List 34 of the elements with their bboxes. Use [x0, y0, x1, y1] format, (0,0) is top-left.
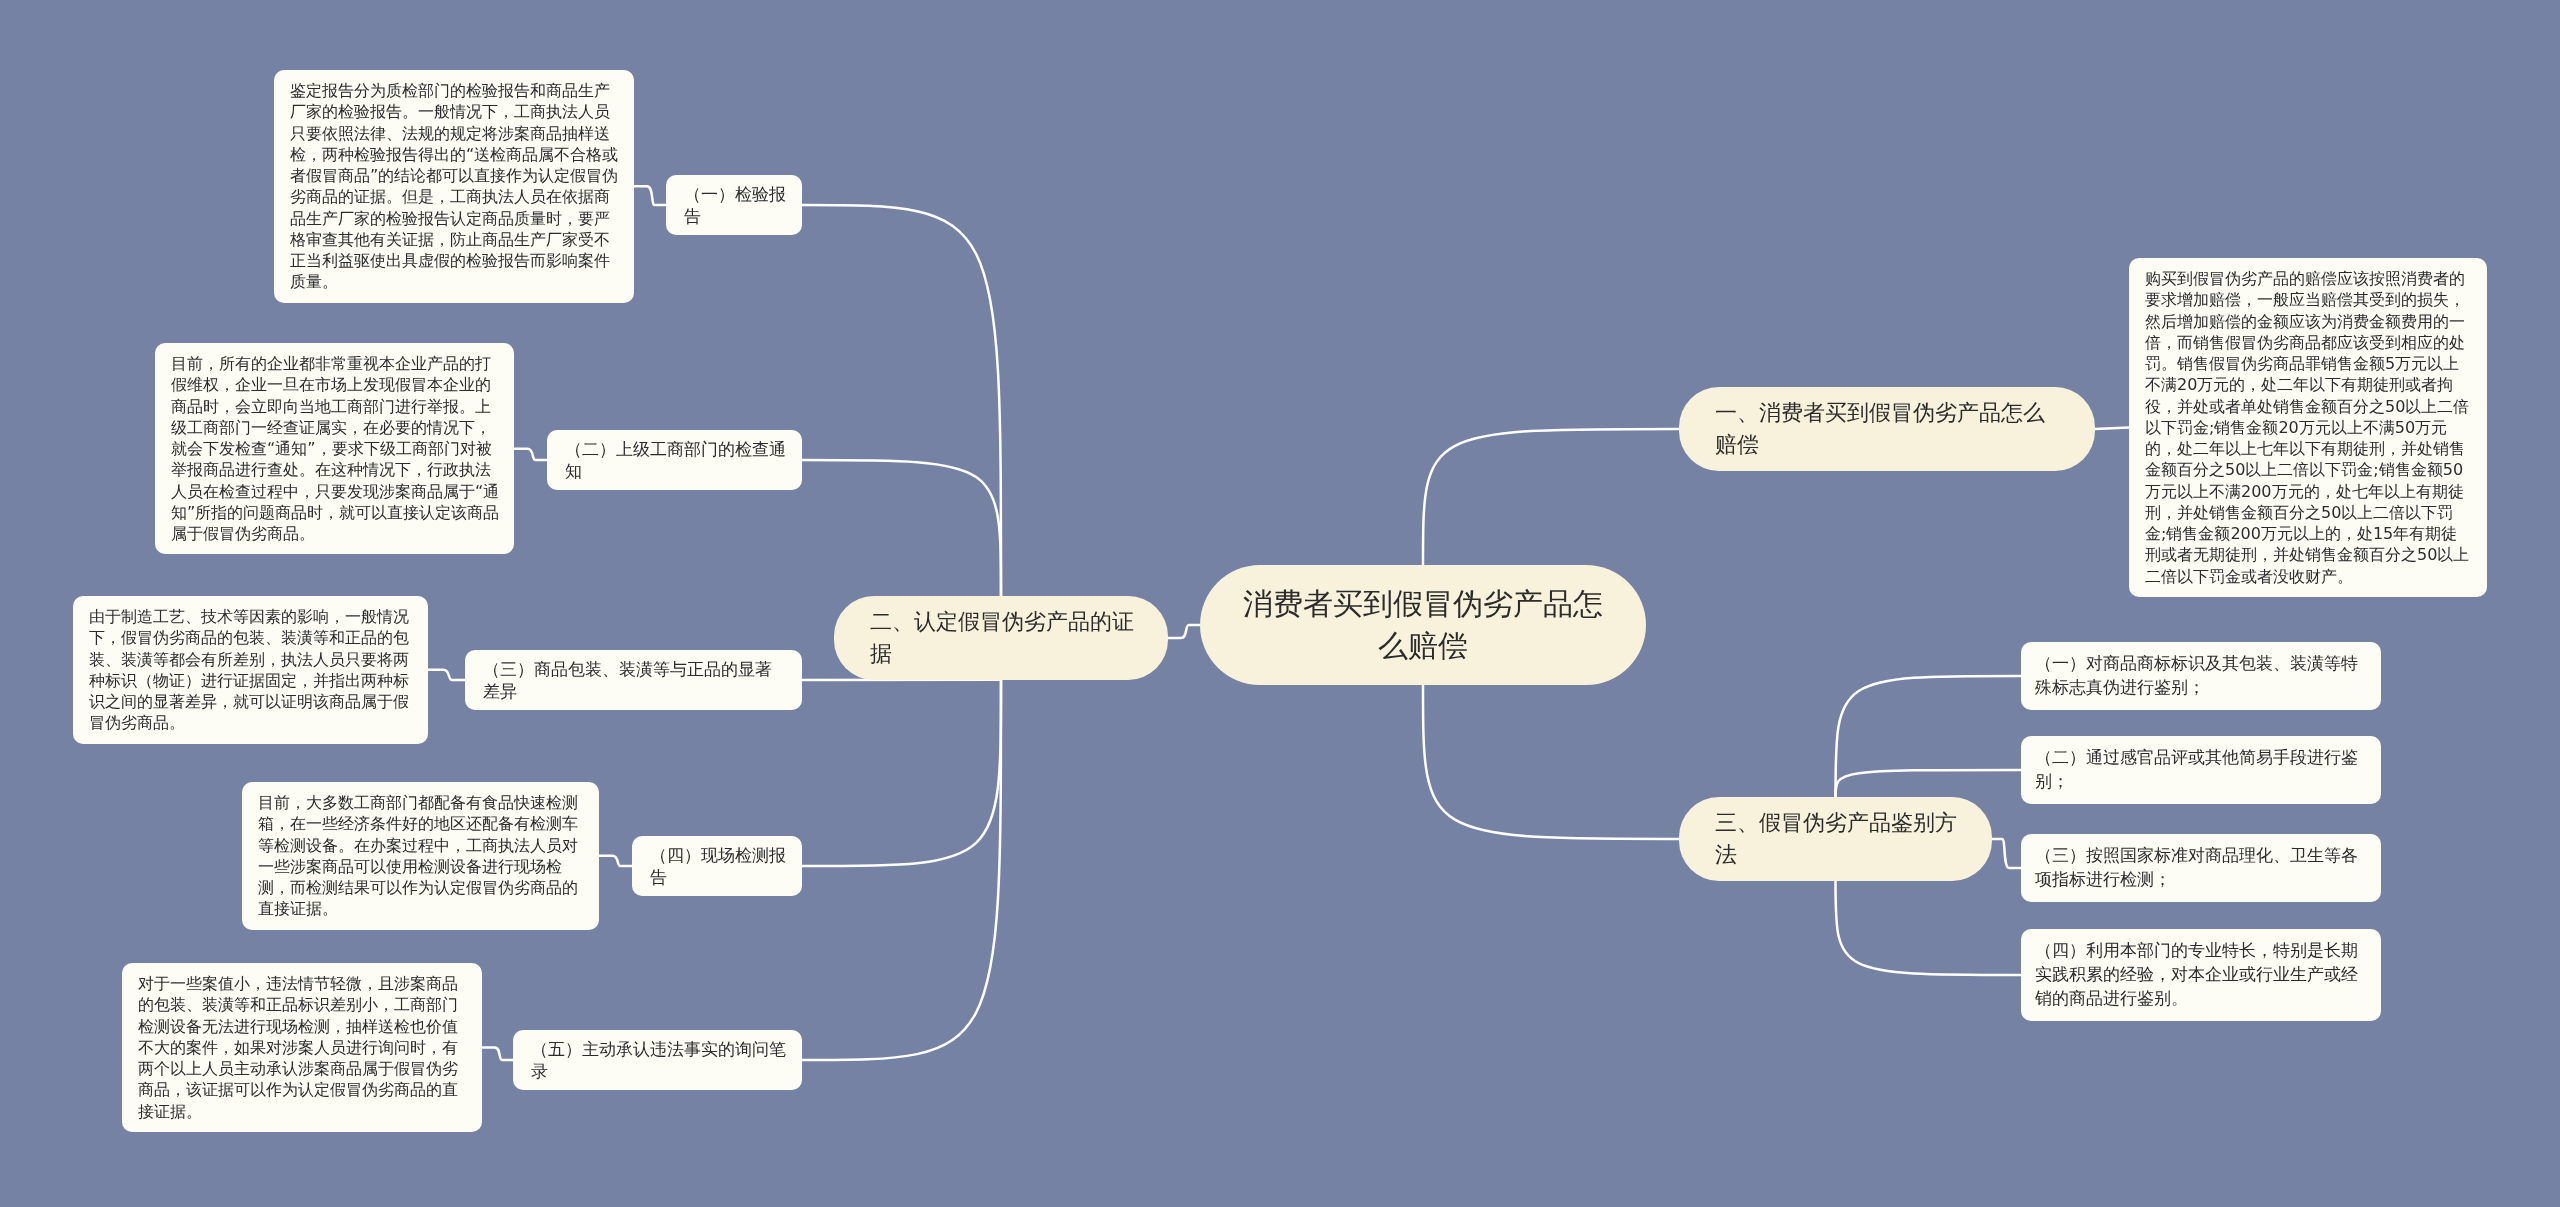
- text-card: 目前，所有的企业都非常重视本企业产品的打假维权，企业一旦在市场上发现假冒本企业的商品时，会立即向当地工商部门进行举报。上级工商部门一经查证属实，在必要的情况下，就会下发检查“通知”，要求下级工商部门对被举报商品进行查处。在这种情况下，行政执法人员在检查过程中，只要发现涉案商品属于“通知”所指的问题商品时，就可以直接认定该商品属于假冒伪劣商品。: [155, 343, 514, 555]
- subtopic-box: （二）上级工商部门的检查通知: [547, 430, 802, 491]
- text-card: 由于制造工艺、技术等因素的影响，一般情况下，假冒伪劣商品的包装、装潢等和正品的包装、装潢等都会有所差别，执法人员只要将两种标识（物证）进行证据固定，并指出两种标识之间的显著差异，就可以证明该商品属于假冒伪劣商品。: [73, 596, 428, 744]
- connector-line: [802, 458, 1003, 596]
- connector-line: [2094, 426, 2130, 431]
- connector-line: [428, 668, 465, 682]
- subtopic-box: （三）按照国家标准对商品理化、卫生等各项指标进行检测；: [2021, 834, 2381, 902]
- subtopic-box: （二）通过感官品评或其他简易手段进行鉴别；: [2021, 736, 2381, 804]
- branch-topic: 二、认定假冒伪劣产品的证据: [834, 596, 1168, 680]
- connector-line: [514, 447, 547, 462]
- text-card: 目前，大多数工商部门都配备有食品快速检测箱，在一些经济条件好的地区还配备有检测车等检测设备。在办案过程中，工商执法人员对一些涉案商品可以使用检测设备进行现场检测，而检测结果可以作为认定假冒伪劣商品的直接证据。: [242, 782, 599, 930]
- connector-line: [1992, 837, 2021, 870]
- central-topic: 消费者买到假冒伪劣产品怎么赔偿: [1200, 565, 1646, 685]
- subtopic-box: （四）利用本部门的专业特长，特别是长期实践积累的经验，对本企业或行业生产或经销的商品进行鉴别。: [2021, 929, 2381, 1021]
- branch-topic: 一、消费者买到假冒伪劣产品怎么赔偿: [1679, 387, 2095, 471]
- connector-line: [1421, 685, 1679, 841]
- subtopic-box: （五）主动承认违法事实的询问笔录: [513, 1030, 802, 1091]
- connector-line: [599, 854, 632, 868]
- text-card: 对于一些案值小，违法情节轻微，且涉案商品的包装、装潢等和正品标识差别小，工商部门检测设备无法进行现场检测，抽样送检也价值不大的案件，如果对涉案人员进行询问时，有两个以上人员主动承认涉案商品属于假冒伪劣商品，该证据可以作为认定假冒伪劣商品的直接证据。: [122, 963, 482, 1132]
- connector-line: [1834, 880, 2021, 977]
- connector-line: [802, 678, 1002, 682]
- subtopic-box: （三）商品包装、装潢等与正品的显著差异: [465, 650, 802, 711]
- connector-line: [802, 679, 1003, 1062]
- subtopic-box: （一）检验报告: [666, 175, 802, 236]
- subtopic-box: （一）对商品商标标识及其包装、装潢等特殊标志真伪进行鉴别；: [2021, 642, 2381, 710]
- connector-line: [1168, 623, 1200, 640]
- connector-line: [1421, 427, 1679, 565]
- connector-line: [482, 1046, 513, 1062]
- text-card: 鉴定报告分为质检部门的检验报告和商品生产厂家的检验报告。一般情况下，工商执法人员只要依照法律、法规的规定将涉案商品抽样送检，两种检验报告得出的“送检商品属不合格或者假冒商品”的结论都可以直接作为认定假冒伪劣商品的证据。但是，工商执法人员在依据商品生产厂家的检验报告认定商品质量时，要严格审查其他有关证据，防止商品生产厂家受不正当利益驱使出具虚假的检验报告而影响案件质量。: [274, 70, 634, 303]
- branch-topic: 三、假冒伪劣产品鉴别方法: [1679, 797, 1992, 881]
- text-card: 购买到假冒伪劣产品的赔偿应该按照消费者的要求增加赔偿，一般应当赔偿其受到的损失，然后增加赔偿的金额应该为消费金额费用的一倍，而销售假冒伪劣商品都应该受到相应的处罚。销售假冒伪劣商品罪销售金额5万元以上不满20万元的，处二年以下有期徒刑或者拘役，并处或者单处销售金额百分之50以上二倍以下罚金;销售金额20万元以上不满50万元的，处二年以上七年以下有期徒刑，并处销售金额百分之50以上二倍以下罚金;销售金额50万元以上不满200万元的，处七年以上有期徒刑，并处销售金额百分之50以上二倍以下罚金;销售金额200万元以上的，处15年有期徒刑或者无期徒刑，并处销售金额百分之50以上二倍以下罚金或者没收财产。: [2129, 258, 2487, 597]
- connector-line: [634, 185, 666, 207]
- subtopic-box: （四）现场检测报告: [632, 836, 802, 897]
- connector-line: [1834, 768, 2021, 798]
